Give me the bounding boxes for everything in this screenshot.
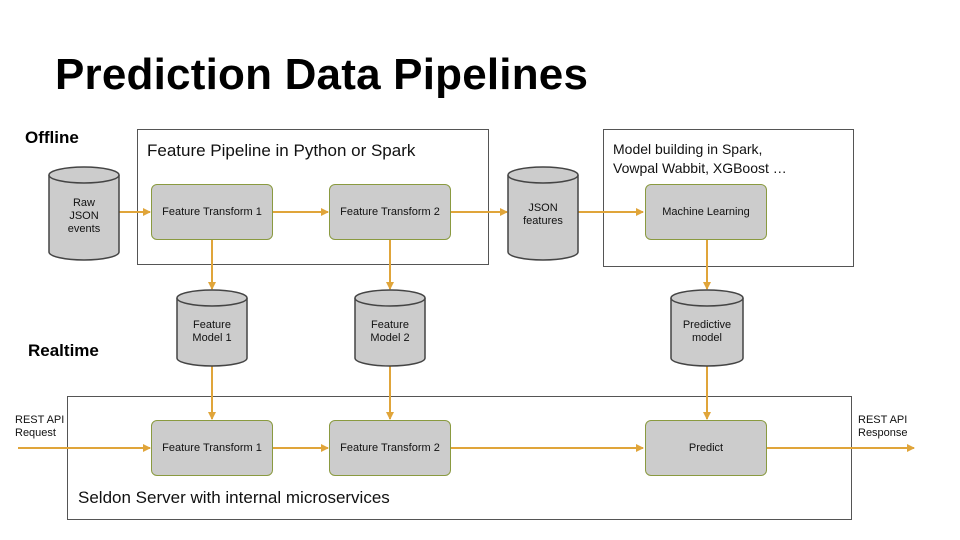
feature-model-1-label-line-2: Model 1 — [192, 332, 232, 344]
raw-json-label-line-2: JSON — [69, 209, 99, 222]
predict-node: Predict — [645, 420, 767, 476]
request-label-line-1: REST API — [15, 414, 65, 426]
json-features-store: JSON features — [508, 195, 578, 235]
json-features-label-line-1: JSON — [528, 202, 558, 214]
offline-feature-transform-2: Feature Transform 2 — [329, 184, 451, 240]
feature-model-1-label-line-1: Feature — [193, 319, 231, 331]
offline-label: Offline — [25, 128, 79, 147]
response-label-line-1: REST API — [858, 414, 908, 426]
model-building-title-line-2: Vowpal Wabbit, XGBoost … — [613, 160, 787, 176]
raw-json-events-store: Raw JSON events — [49, 190, 119, 242]
feature-pipeline-group-title: Feature Pipeline in Python or Spark — [147, 141, 416, 160]
request-label-line-2: Request — [15, 427, 56, 439]
model-building-group: Model building in Spark, Vowpal Wabbit, … — [603, 129, 854, 267]
realtime-feature-transform-1: Feature Transform 1 — [151, 420, 273, 476]
realtime-label: Realtime — [28, 341, 99, 360]
predictive-model-label-line-2: model — [692, 332, 722, 344]
predictive-model-label-line-1: Predictive — [682, 319, 732, 331]
feature-model-2-label-line-1: Feature — [371, 319, 409, 331]
model-building-group-title: Model building in Spark, Vowpal Wabbit, … — [613, 140, 787, 178]
raw-json-label-line-3: events — [67, 222, 101, 235]
machine-learning-node: Machine Learning — [645, 184, 767, 240]
model-building-title-line-1: Model building in Spark, — [613, 141, 763, 157]
rest-api-response-label: REST API Response — [858, 414, 908, 440]
offline-feature-transform-1: Feature Transform 1 — [151, 184, 273, 240]
seldon-server-group-title: Seldon Server with internal microservice… — [78, 488, 390, 507]
feature-model-1-store: Feature Model 1 — [177, 312, 247, 352]
realtime-feature-transform-2: Feature Transform 2 — [329, 420, 451, 476]
feature-model-2-label-line-2: Model 2 — [370, 332, 410, 344]
response-label-line-2: Response — [858, 427, 908, 439]
feature-model-2-store: Feature Model 2 — [355, 312, 425, 352]
json-features-label-line-2: features — [523, 215, 563, 227]
rest-api-request-label: REST API Request — [15, 414, 64, 440]
predictive-model-store: Predictive model — [671, 312, 743, 352]
raw-json-label-line-1: Raw — [72, 196, 95, 209]
page-title: Prediction Data Pipelines — [55, 50, 589, 99]
